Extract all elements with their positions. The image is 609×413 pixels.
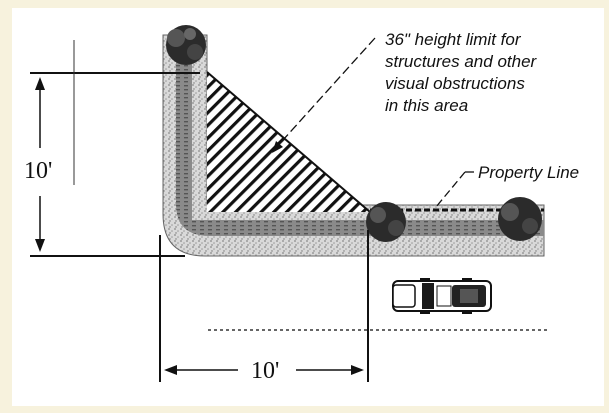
height-limit-leader [273, 37, 376, 151]
property-line-callout: Property Line [478, 163, 579, 182]
triangle-hypotenuse [206, 71, 371, 213]
property-line-leader [435, 171, 466, 208]
dimension-horizontal: 10' [159, 230, 369, 384]
dimension-vertical-label: 10' [24, 158, 52, 184]
dimension-horizontal-label: 10' [251, 358, 279, 384]
shrub-top-left [166, 25, 206, 65]
dimension-vertical: 10' [24, 40, 200, 257]
height-limit-line-3: visual obstructions [385, 74, 525, 93]
truck-icon [392, 278, 492, 314]
height-limit-line-1: 36" height limit for [385, 30, 522, 49]
height-limit-callout: 36" height limit for structures and othe… [385, 30, 541, 115]
height-limit-line-2: structures and other [385, 52, 538, 71]
height-limit-line-4: in this area [385, 96, 468, 115]
shrub-corner [366, 202, 406, 242]
shrub-right [498, 197, 542, 241]
